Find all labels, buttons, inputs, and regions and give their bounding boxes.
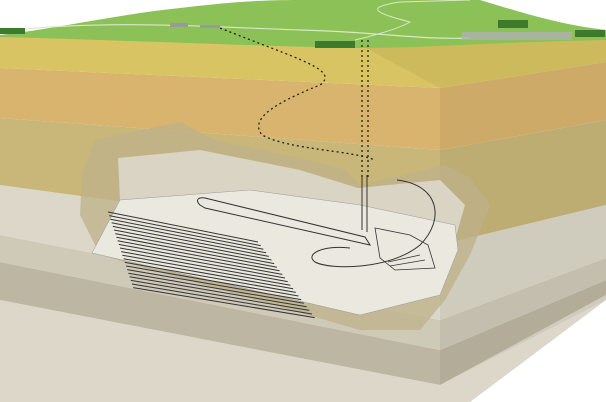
background [470,300,606,402]
emplacement-tunnel [118,243,283,275]
emplacement-tunnel [110,218,264,250]
emplacement-tunnel [122,254,291,286]
emplacement-tunnel [112,225,269,257]
emplacement-tunnel [117,240,280,272]
village [462,32,572,40]
ramp-dotted [219,27,376,161]
emplacement-tunnel [127,269,302,301]
emplacement-tunnel [111,222,267,254]
emplacement-tunnel [123,258,294,290]
emplacement-tunnel [130,279,310,311]
rock-layer-tan [0,62,606,150]
surface-facility [170,23,220,28]
emplacement-tunnel [125,265,299,297]
rock-layer-yellow [0,35,606,88]
trees [0,20,605,48]
emplacement-tunnel [124,261,296,293]
rock-layer-grey-3 [0,262,606,385]
emplacement-tunnel [115,233,275,265]
emplacement-tunnel [128,272,304,304]
rock-layer-grey-2 [0,235,606,350]
emplacement-tunnel [109,215,261,247]
shaft-dotted [361,40,369,180]
road-branch [354,0,471,41]
pilot-facility [374,227,436,271]
emplacement-tunnel [119,247,286,279]
emplacement-tunnel [133,287,315,319]
emplacement-tunnel [116,236,277,268]
shaft [361,175,368,232]
rock-layer-bottom [0,295,606,402]
emplacement-tunnel [113,229,272,261]
main-access-tunnel [197,197,372,246]
terrain-surface [0,0,606,48]
emplacement-tunnel [131,283,313,315]
ramp [311,179,436,268]
road [0,24,471,39]
emplacement-tunnels [107,211,315,319]
emplacement-tunnel [129,276,307,308]
emplacement-tunnel [121,251,288,283]
emplacement-tunnel [107,211,259,243]
